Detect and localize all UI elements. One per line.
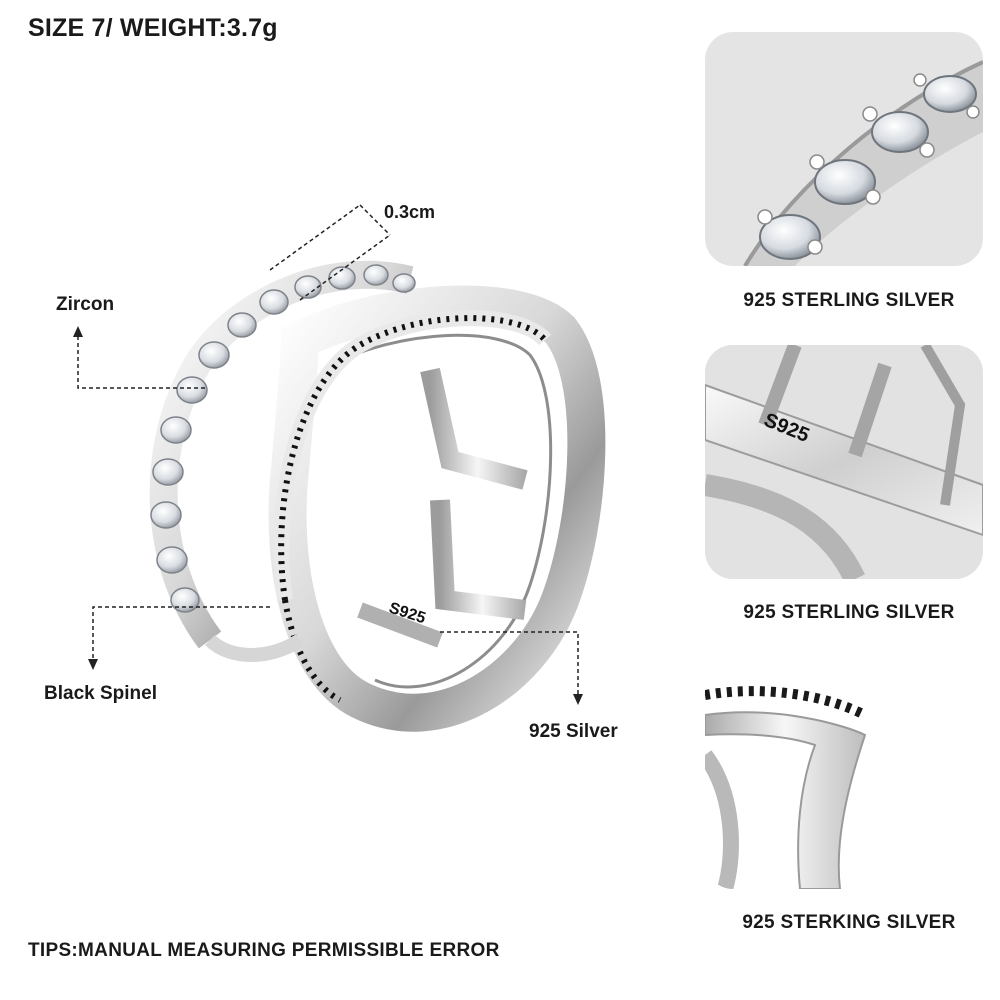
annotation-arrowheads <box>73 326 583 705</box>
spinel-closeup-image <box>705 686 868 889</box>
cage-bar-mid <box>357 602 443 648</box>
detail-caption-2: 925 STERLING SILVER <box>743 602 955 623</box>
spinel-band-lower <box>282 599 342 703</box>
detail-panel-spinel-closeup <box>705 655 983 889</box>
stamp-closeup-image <box>705 345 983 579</box>
detail-caption-1: 925 STERLING SILVER <box>743 290 955 311</box>
cage-ring-inner-line <box>329 333 553 689</box>
black-spinel-label: Black Spinel <box>44 683 157 704</box>
cage-bar-lower <box>430 499 527 620</box>
width-label: 0.3cm <box>384 202 436 222</box>
detail-caption-3: 925 STERKING SILVER <box>742 912 956 933</box>
ring-set-illustration: S925 <box>73 204 606 732</box>
zircon-label: Zircon <box>56 294 115 315</box>
detail-panel-stamp-closeup: S925 <box>705 345 983 579</box>
spinel-band <box>273 310 552 602</box>
zircon-stones <box>150 264 416 613</box>
measuring-tips: TIPS:MANUAL MEASURING PERMISSIBLE ERROR <box>28 940 500 961</box>
silver-label: 925 Silver <box>529 721 618 742</box>
annotation-lines <box>77 204 579 695</box>
cage-bar-upper <box>420 367 528 490</box>
detail-panel-zircon-closeup <box>705 32 983 266</box>
page-title: SIZE 7/ WEIGHT:3.7g <box>28 14 278 42</box>
zircon-band-tail <box>205 634 304 662</box>
zircon-closeup-image <box>743 60 983 266</box>
